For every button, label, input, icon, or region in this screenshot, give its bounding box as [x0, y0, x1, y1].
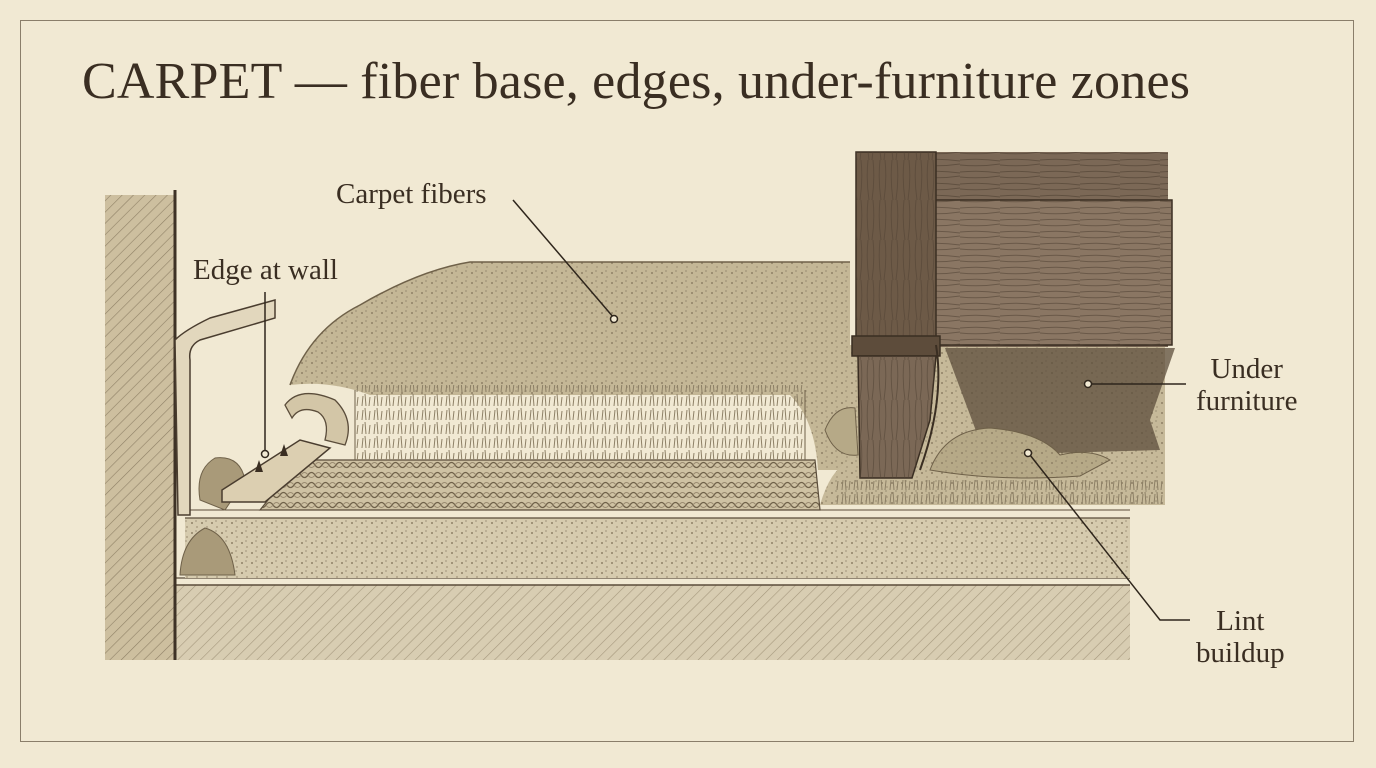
tack-strip	[221, 393, 349, 503]
diagram-border	[20, 20, 1354, 742]
leader-under-dot	[1083, 379, 1093, 389]
subfloor	[175, 577, 1130, 660]
carpet-padding	[185, 509, 1130, 578]
leader-lint	[1029, 454, 1190, 621]
label-under-line2: furniture	[1196, 385, 1298, 417]
lint-clumps	[179, 407, 1112, 576]
label-carpet-fibers: Carpet fibers	[336, 178, 487, 210]
label-under-line1: Under	[1210, 353, 1283, 385]
leader-fibers	[512, 199, 615, 319]
furniture-shadow	[945, 348, 1175, 455]
leader-edge-dot	[260, 449, 270, 459]
label-lint-line2: buildup	[1196, 637, 1285, 669]
leader-lines	[260, 199, 1190, 621]
carpet-backing	[258, 459, 821, 511]
carpet-pile	[289, 261, 850, 470]
label-lint-line1: Lint	[1216, 605, 1265, 637]
diagram-title: CARPET — fiber base, edges, under-furnit…	[82, 53, 1191, 110]
baseboard	[174, 299, 276, 516]
label-lint-buildup: Lint buildup	[1196, 605, 1285, 669]
furniture-dresser	[851, 151, 1173, 479]
label-edge-at-wall: Edge at wall	[193, 254, 338, 286]
leader-fibers-dot	[609, 314, 619, 324]
label-under-furniture: Under furniture	[1196, 353, 1297, 417]
wall	[105, 190, 177, 660]
leader-lint-dot	[1023, 448, 1033, 458]
